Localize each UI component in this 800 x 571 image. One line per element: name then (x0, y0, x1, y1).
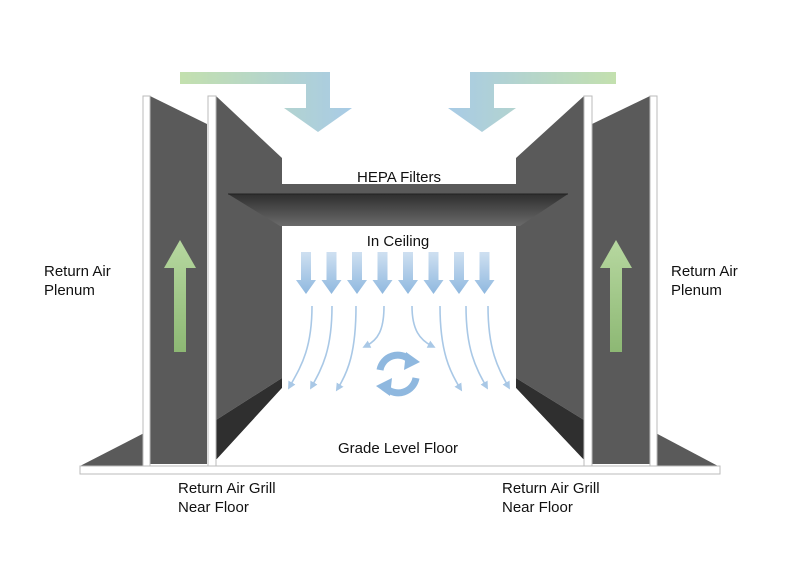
intake-arrow-left (180, 72, 352, 132)
down-airflow-arrow (321, 252, 342, 294)
right-plenum-wall (592, 95, 658, 467)
return-air-plenum-left-line1: Return Air (44, 263, 111, 280)
grade-level-floor-label: Grade Level Floor (338, 440, 458, 457)
return-grill-right-line1: Return Air Grill (502, 480, 600, 497)
down-airflow-arrow (423, 252, 444, 294)
down-airflow-arrow (372, 252, 393, 294)
down-airflow-arrow (398, 252, 418, 294)
floor-base (79, 430, 721, 475)
down-airflow-arrow (449, 252, 469, 294)
down-airflow-arrow (296, 252, 316, 294)
return-grill-left-line2: Near Floor (178, 499, 249, 516)
in-ceiling-label: In Ceiling (367, 233, 430, 250)
return-grill-right-line2: Near Floor (502, 499, 573, 516)
left-inner-wall (207, 95, 282, 467)
laminar-airflow-arrows (296, 252, 495, 294)
circular-arrows-icon (376, 351, 420, 397)
down-airflow-arrow (474, 252, 495, 294)
down-airflow-arrow (347, 252, 367, 294)
return-air-plenum-right-line1: Return Air (671, 263, 738, 280)
hepa-filters-label: HEPA Filters (357, 169, 441, 186)
return-arrow-right (600, 240, 632, 352)
intake-arrow-right (448, 72, 616, 132)
airflow-streams (288, 305, 510, 392)
room-interior (216, 228, 584, 460)
return-arrow-left (164, 240, 196, 352)
return-air-plenum-right-line2: Plenum (671, 282, 722, 299)
return-grill-left-line1: Return Air Grill (178, 480, 276, 497)
hepa-filter (228, 158, 568, 226)
right-inner-wall (516, 95, 593, 467)
return-air-plenum-left-line2: Plenum (44, 282, 95, 299)
